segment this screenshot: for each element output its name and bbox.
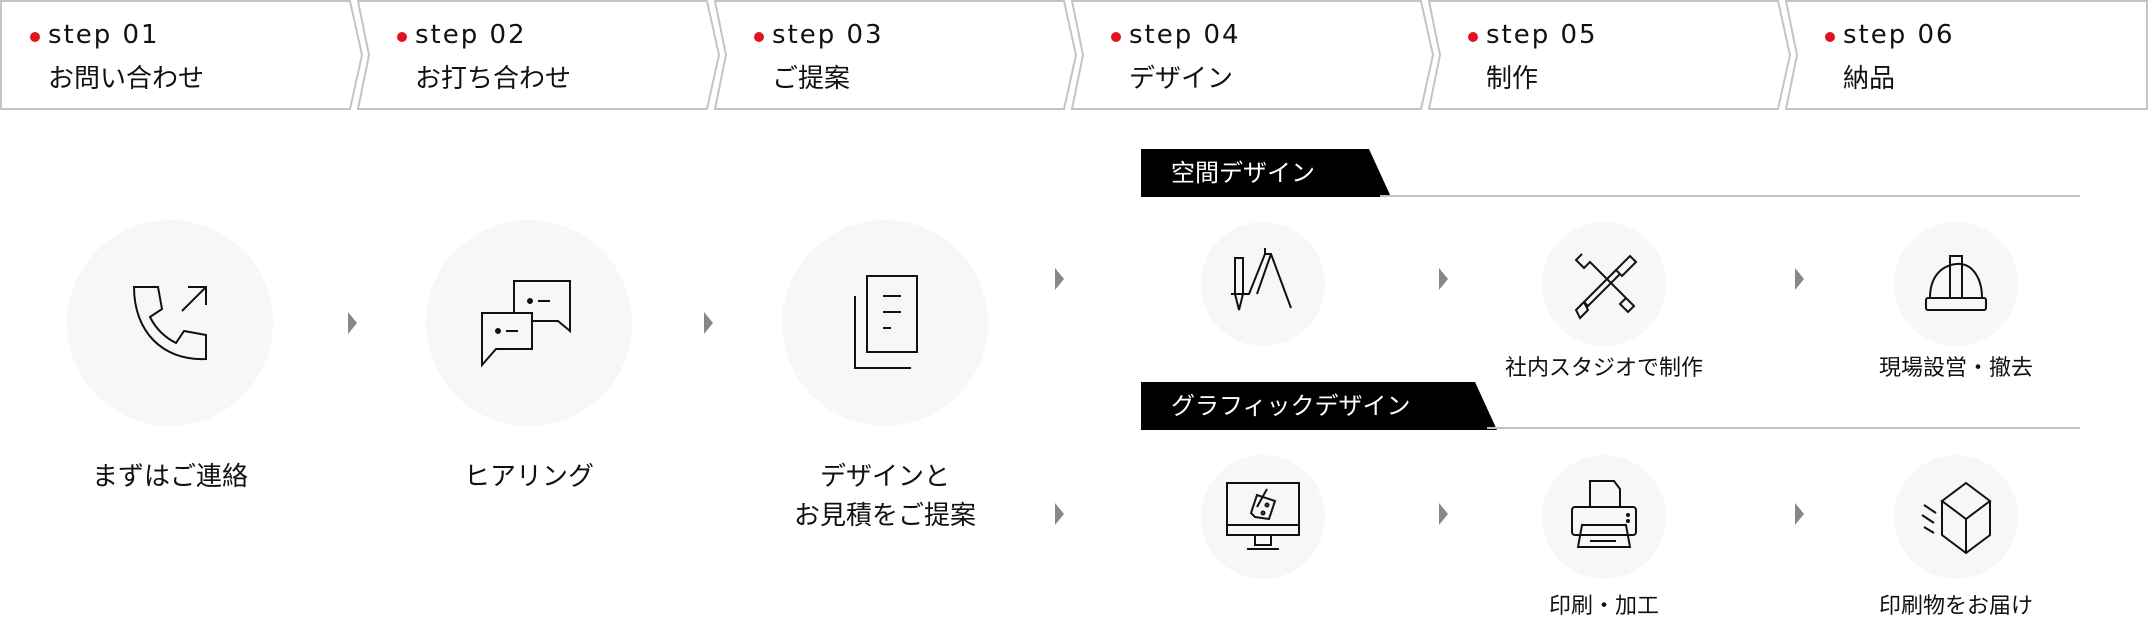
tools-icon: [1574, 253, 1638, 320]
arrow-icon: [1439, 503, 1448, 525]
monitor-palette-icon: [1226, 482, 1300, 550]
bullet-icon: [754, 32, 764, 42]
step-label: 現場設営・撤去: [1878, 356, 2033, 381]
step-label: 制作: [1486, 64, 1539, 94]
chevron-shape: [357, 0, 721, 110]
bullet-icon: [397, 32, 407, 42]
spatial-design-header: 空間デザイン: [1141, 149, 1391, 197]
step-label: お問い合わせ: [48, 64, 205, 94]
production-circle: [1542, 222, 1666, 346]
arrow-icon: [1439, 268, 1448, 290]
bullet-icon: [1468, 32, 1478, 42]
step-05: step 05 制作: [1428, 0, 1794, 110]
step-label: 納品: [1843, 64, 1896, 94]
arrow-icon: [1795, 503, 1804, 525]
graphic-circle: [1201, 455, 1325, 579]
arrow-icon: [1795, 268, 1804, 290]
step-number: step 05: [1486, 20, 1598, 50]
arrow-icon: [1055, 503, 1064, 525]
flow-label-line: デザインと: [819, 462, 950, 492]
phone-icon: [132, 286, 207, 361]
divider: [1380, 195, 2080, 197]
proposal-circle: [782, 220, 988, 426]
bullet-icon: [1111, 32, 1121, 42]
flow-label: まずはご連絡: [91, 462, 248, 492]
arrow-icon: [348, 312, 357, 334]
bullet-icon: [30, 32, 40, 42]
flow-label: デザインとお見積をご提案: [735, 458, 1035, 536]
setup-circle: [1894, 222, 2018, 346]
chevron-shape: [1428, 0, 1792, 110]
step-number: step 03: [772, 20, 884, 50]
step-label: デザイン: [1129, 64, 1234, 94]
step-number: step 04: [1129, 20, 1241, 50]
arrow-icon: [1055, 268, 1064, 290]
step-03: step 03 ご提案: [714, 0, 1080, 110]
step-01: step 01 お問い合わせ: [0, 0, 366, 110]
step-number: step 06: [1843, 20, 1955, 50]
chevron-shape: [714, 0, 1078, 110]
compass-icon: [1231, 248, 1292, 311]
contact-circle: [67, 220, 273, 426]
step-02: step 02 お打ち合わせ: [357, 0, 723, 110]
step-number: step 01: [48, 20, 160, 50]
printer-icon: [1571, 480, 1637, 548]
step-label: 印刷・加工: [1548, 594, 1659, 619]
step-label: 印刷物をお届け: [1878, 594, 2033, 619]
hearing-circle: [426, 220, 632, 426]
arrow-icon: [704, 312, 713, 334]
step-04: step 04 デザイン: [1071, 0, 1437, 110]
divider: [1487, 427, 2080, 429]
step-number: step 02: [415, 20, 527, 50]
chevron-shape: [1071, 0, 1435, 110]
package-icon: [1921, 481, 1992, 555]
step-label: お打ち合わせ: [415, 64, 572, 94]
step-label: 社内スタジオで制作: [1504, 356, 1703, 381]
step-06: step 06 納品: [1785, 0, 2148, 110]
document-icon: [854, 275, 918, 369]
helmet-icon: [1925, 255, 1987, 311]
flow-label-line: お見積をご提案: [793, 501, 976, 531]
graphic-design-header: グラフィックデザイン: [1141, 382, 1497, 430]
bullet-icon: [1825, 32, 1835, 42]
chevron-shape: [1785, 0, 2148, 110]
step-label: ご提案: [772, 64, 851, 94]
design-circle: [1201, 222, 1325, 346]
printing-circle: [1542, 455, 1666, 579]
chat-icon: [481, 280, 571, 368]
chevron-shape: [0, 0, 364, 110]
flow-label: ヒアリング: [463, 462, 594, 492]
delivery-circle: [1894, 455, 2018, 579]
